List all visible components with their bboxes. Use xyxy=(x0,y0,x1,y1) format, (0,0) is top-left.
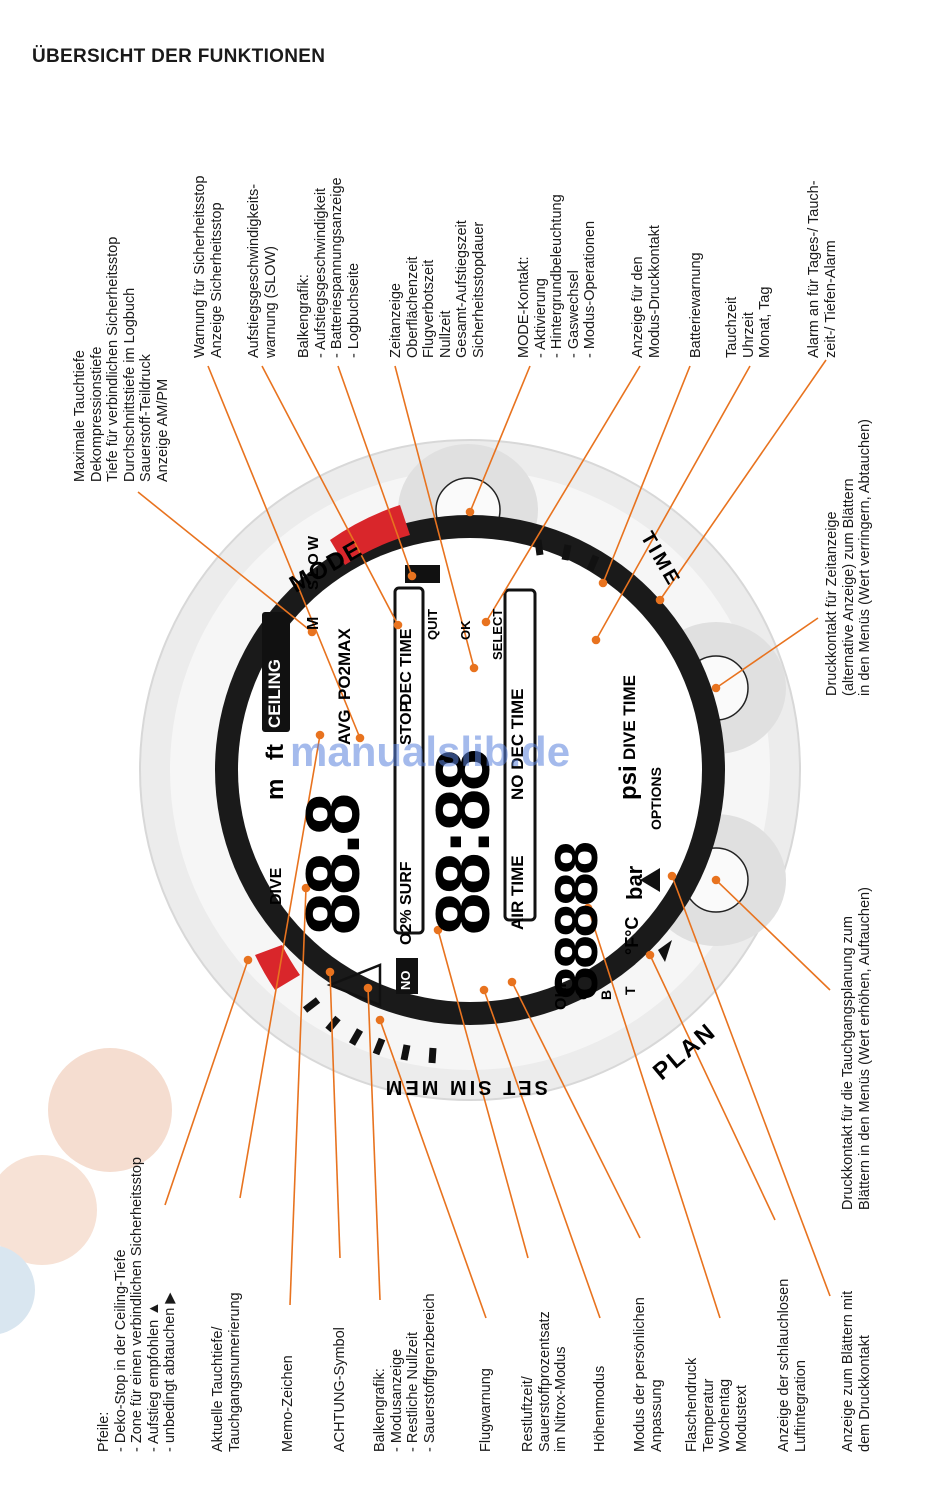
lcd-slow: SLOW xyxy=(305,533,322,590)
lcd-select: SELECT xyxy=(490,608,505,660)
label-plan-contact: Druckkontakt für die Tauchgangsplanung z… xyxy=(840,887,873,1210)
leader-lines xyxy=(137,359,831,1319)
lcd-po2max: PO2MAX xyxy=(335,628,354,700)
watermark-circle xyxy=(0,1246,35,1334)
lcd-psi: psi xyxy=(615,765,642,800)
label-alarm: Alarm an für Tages-/ Tauch-zeit-/ Tiefen… xyxy=(806,180,839,358)
air-integration-icon xyxy=(658,940,672,962)
scroll-arrow xyxy=(640,868,660,892)
attention-triangle xyxy=(326,963,382,1007)
lcd-temp-units: °F°C xyxy=(622,916,642,955)
lcd-digits-depth: 88.8 xyxy=(291,795,376,935)
label-bargraph-mode: Balkengrafik:- Modusanzeige- Restliche N… xyxy=(372,1293,438,1452)
label-ascent-warning: Aufstiegsgeschwindigkeits-warnung (SLOW) xyxy=(246,183,279,358)
lcd-dive-time: DIVE TIME xyxy=(620,674,639,760)
lcd-box-middle xyxy=(393,586,425,935)
lcd-dive: DIVE xyxy=(268,867,285,905)
lcd-ok: OK xyxy=(458,620,473,641)
label-bargraph: Balkengrafik:- Aufstiegsgeschwindigkeit-… xyxy=(296,177,362,358)
page-title: ÜBERSICHT DER FUNKTIONEN xyxy=(32,46,326,67)
lcd-face xyxy=(238,538,702,1002)
lcd-no: NO xyxy=(398,970,413,991)
label-time-contact: Druckkontakt für Zeitanzeige(alternative… xyxy=(824,419,873,696)
watermark-circle xyxy=(48,1048,172,1172)
lcd-digits-time: 88:88 xyxy=(421,750,506,935)
lcd-dec-time: DEC TIME xyxy=(398,628,415,705)
red-arc-top xyxy=(330,505,410,565)
lcd-bar: bar xyxy=(622,865,647,900)
no-box xyxy=(396,958,418,994)
lcd-t: T xyxy=(622,986,638,995)
lcd-quit: QUIT xyxy=(425,608,440,640)
lcd-unit-ft: ft xyxy=(262,744,289,760)
lcd-b: B xyxy=(598,989,614,1000)
bargraph-ticks xyxy=(302,539,600,1064)
label-attention: ACHTUNG-Symbol xyxy=(332,1327,348,1452)
ring-label-set-sim-mem: SET SIM MEM xyxy=(382,1076,548,1098)
lcd-ceiling: CEILING xyxy=(265,659,284,728)
lcd-c: C xyxy=(575,989,591,1000)
ceiling-box xyxy=(262,612,290,732)
watermark-text: manualslib.de xyxy=(290,728,571,775)
red-arc-bottom xyxy=(255,945,300,990)
lcd-box-lower xyxy=(503,588,537,922)
label-flight: Flugwarnung xyxy=(478,1368,494,1452)
label-battery: Batteriewarnung xyxy=(688,252,704,358)
label-memo: Memo-Zeichen xyxy=(280,1355,296,1452)
lcd-olf: OLF xyxy=(553,978,570,1010)
lcd-o2-surf: O2% SURF xyxy=(398,861,415,945)
label-altitude: Höhenmodus xyxy=(592,1365,608,1452)
lcd-m-small: M xyxy=(305,616,322,630)
lcd-air-time: AIR TIME xyxy=(508,855,527,930)
lcd-unit-m: m xyxy=(262,778,289,800)
watermark-circle xyxy=(0,1155,97,1265)
label-mode-contact: MODE-Kontakt:- Aktivierung- Hintergrundb… xyxy=(516,194,598,358)
lcd-digits-bottom: 88888 xyxy=(543,843,610,1000)
lcd-options: OPTIONS xyxy=(648,766,664,830)
label-current-depth: Aktuelle Tauchtiefe/Tauchgangsnumerierun… xyxy=(210,1292,243,1452)
label-arrows: Pfeile:- Deko-Stop in der Ceiling-Tiefe-… xyxy=(96,1157,178,1452)
